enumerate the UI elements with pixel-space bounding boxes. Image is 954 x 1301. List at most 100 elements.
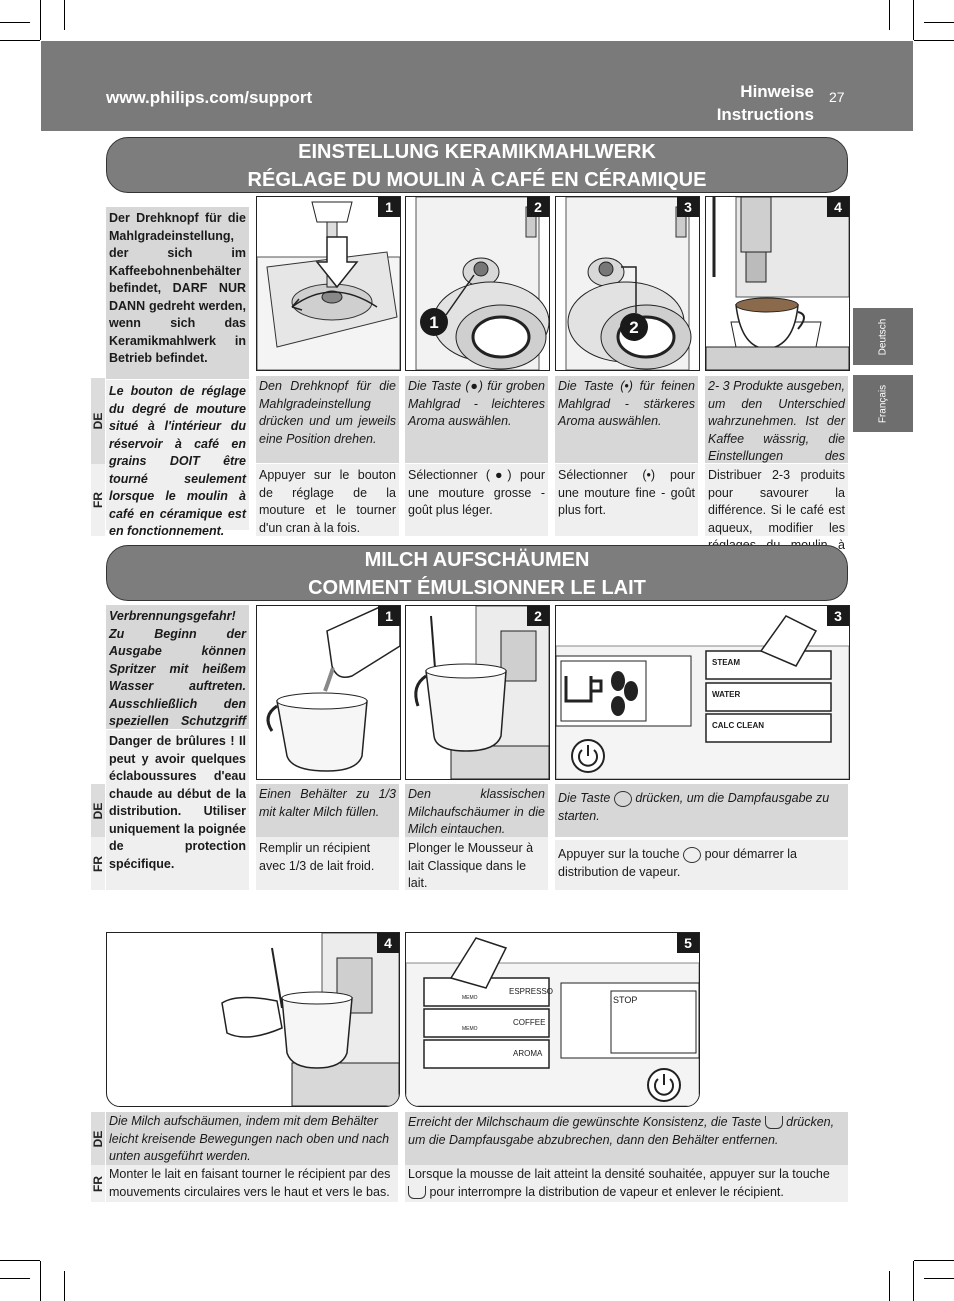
step-number: 3 xyxy=(677,197,699,217)
steam-icon xyxy=(683,846,702,863)
milk-step4-de: Die Milch aufschäumen, indem mit dem Beh… xyxy=(106,1112,398,1165)
milk-step5-de: Erreicht der Milchschaum die gewünschte … xyxy=(405,1112,848,1165)
stop-display-text: STOP xyxy=(613,995,638,1005)
marker-2: 2 xyxy=(629,318,638,337)
lang-label-fr: FR xyxy=(91,1165,105,1202)
section2-intro-fr: Danger de brûlures ! Il peut y avoir que… xyxy=(106,730,249,890)
milk-step1-illustration: 1 xyxy=(256,605,401,780)
section2-title-fr: COMMENT ÉMULSIONNER LE LAIT xyxy=(308,577,646,599)
milk-step4-fr: Monter le lait en faisant tourner le réc… xyxy=(106,1165,398,1202)
section2-intro-de: Verbrennungsgefahr! Zu Beginn der Ausgab… xyxy=(106,605,249,746)
grinder-step4-illustration: 4 xyxy=(705,196,850,371)
crop-mark xyxy=(0,1260,40,1261)
crop-mark xyxy=(914,40,954,41)
step-number: 2 xyxy=(527,606,549,626)
lang-label-de: DE xyxy=(91,784,105,837)
section1-title-de: EINSTELLUNG KERAMIKMAHLWERK xyxy=(298,141,656,163)
crop-mark xyxy=(64,0,65,30)
crop-mark xyxy=(0,1278,30,1279)
memo-cup-icon xyxy=(764,1116,783,1130)
milk-step3-fr-a: Appuyer sur la touche xyxy=(558,847,680,861)
marker-1: 1 xyxy=(429,313,438,332)
grinder-step2-fr: Sélectionner (●) pour une mouture grosse… xyxy=(405,464,548,536)
milk-step3-control-panel: STEAM WATER CALC CLEAN 3 xyxy=(555,605,850,780)
crop-mark xyxy=(924,22,954,23)
crop-mark xyxy=(914,1260,954,1261)
memo-label: MEMO xyxy=(462,995,478,1001)
lang-label-fr: FR xyxy=(91,464,105,536)
aroma-button-label[interactable]: AROMA xyxy=(513,1049,543,1058)
grinder-step1-fr: Appuyer sur le bouton de réglage de la m… xyxy=(256,464,399,536)
milk-step3-de: Die Taste drücken, um die Dampfausgabe z… xyxy=(555,784,848,837)
steam-icon xyxy=(613,790,632,807)
crop-mark xyxy=(0,40,40,41)
milk-step1-de: Einen Behälter zu 1/3 mit kalter Milch f… xyxy=(256,784,399,837)
grinder-step2-de: Die Taste (●) für groben Mahlgrad - leic… xyxy=(405,376,548,463)
milk-step2-de: Den klassischen Milchaufschäumer in die … xyxy=(405,784,548,837)
support-url[interactable]: www.philips.com/support xyxy=(106,88,313,107)
grinder-step4-fr: Distribuer 2-3 produits pour savourer la… xyxy=(705,464,848,570)
water-button-label[interactable]: WATER xyxy=(712,690,741,699)
memo-cup-icon xyxy=(408,1185,426,1199)
step-number: 2 xyxy=(527,197,549,217)
section1-title-fr: RÉGLAGE DU MOULIN À CAFÉ EN CÉRAMIQUE xyxy=(247,169,707,191)
grinder-step2-illustration: 1 2 xyxy=(405,196,550,371)
step-number: 1 xyxy=(378,197,400,217)
tab-francais-label: Français xyxy=(877,384,889,423)
grinder-step3-de: Die Taste (•) für feinen Mahlgrad - stär… xyxy=(555,376,698,463)
lang-label-de: DE xyxy=(91,378,105,464)
milk-step5-fr-b: pour interrompre la distribution de vape… xyxy=(429,1184,784,1199)
crop-mark xyxy=(40,0,41,40)
milk-step5-de-a: Erreicht der Milchschaum die gewünschte … xyxy=(408,1115,762,1129)
tab-deutsch-label: Deutsch xyxy=(877,318,889,355)
section2-title-de: MILCH AUFSCHÄUMEN xyxy=(364,549,590,571)
page-header xyxy=(41,41,913,131)
step-number: 4 xyxy=(377,933,399,953)
crop-mark xyxy=(40,1261,41,1301)
crop-mark xyxy=(913,1261,914,1301)
section1-banner: EINSTELLUNG KERAMIKMAHLWERK RÉGLAGE DU M… xyxy=(106,137,848,193)
crop-mark xyxy=(889,1271,890,1301)
step-number: 1 xyxy=(378,606,400,626)
crop-mark xyxy=(64,1271,65,1301)
step-number: 3 xyxy=(827,606,849,626)
grinder-step1-de: Den Drehknopf für die Mahlgradeinstellun… xyxy=(256,376,399,463)
step-number: 5 xyxy=(677,933,699,953)
grinder-step3-fr: Sélectionner (•) pour une mouture fine -… xyxy=(555,464,698,536)
milk-step1-fr: Remplir un récipient avec 1/3 de lait fr… xyxy=(256,837,399,890)
milk-step5-fr-a: Lorsque la mousse de lait atteint la den… xyxy=(408,1167,830,1181)
header-title-de: Hinweise xyxy=(740,82,814,101)
header-title: Hinweise Instructions xyxy=(640,80,814,126)
section2-banner: MILCH AUFSCHÄUMEN COMMENT ÉMULSIONNER LE… xyxy=(106,545,848,601)
milk-step2-fr: Plonger le Mousseur à lait Classique dan… xyxy=(405,837,548,890)
tab-deutsch[interactable]: Deutsch xyxy=(853,308,913,365)
grinder-step1-illustration: 1 xyxy=(256,196,401,371)
milk-step3-fr: Appuyer sur la touche pour démarrer la d… xyxy=(555,840,848,890)
section1-intro-de: Der Drehknopf für die Mahlgradeinstellun… xyxy=(106,207,249,379)
crop-mark xyxy=(889,0,890,30)
crop-mark xyxy=(0,22,30,23)
calc-clean-button-label[interactable]: CALC CLEAN xyxy=(712,721,764,730)
page-number: 27 xyxy=(829,89,845,105)
header-title-fr: Instructions xyxy=(716,105,814,124)
grinder-step3-illustration: 2 3 xyxy=(555,196,700,371)
espresso-button-label[interactable]: ESPRESSO xyxy=(509,987,554,996)
tab-francais[interactable]: Français xyxy=(853,375,913,432)
step-number: 4 xyxy=(827,197,849,217)
milk-step3-de-b: drücken, um die Dampfausgabe zu starten. xyxy=(558,791,830,823)
lang-label-de: DE xyxy=(91,1112,105,1165)
section1-intro-fr: Le bouton de réglage du degré de mouture… xyxy=(106,380,249,538)
milk-step5-de-b: drücken, um die Dampfausgabe abzubrechen… xyxy=(408,1115,835,1147)
milk-step3-fr-b: pour démarrer la distribution de vapeur. xyxy=(558,847,797,879)
steam-button-label[interactable]: STEAM xyxy=(712,658,740,667)
grinder-step4-de: 2- 3 Produkte ausgeben, um den Unterschi… xyxy=(705,376,848,481)
crop-mark xyxy=(913,0,914,40)
crop-mark xyxy=(924,1278,954,1279)
milk-step5-fr: Lorsque la mousse de lait atteint la den… xyxy=(405,1165,848,1202)
coffee-button-label[interactable]: COFFEE xyxy=(513,1018,546,1027)
lang-label-fr: FR xyxy=(91,837,105,890)
milk-step2-illustration: 2 xyxy=(405,605,550,780)
milk-step3-de-a: Die Taste xyxy=(558,791,611,805)
memo-label: MEMO xyxy=(462,1026,478,1032)
milk-step4-illustration: 4 xyxy=(106,932,400,1107)
